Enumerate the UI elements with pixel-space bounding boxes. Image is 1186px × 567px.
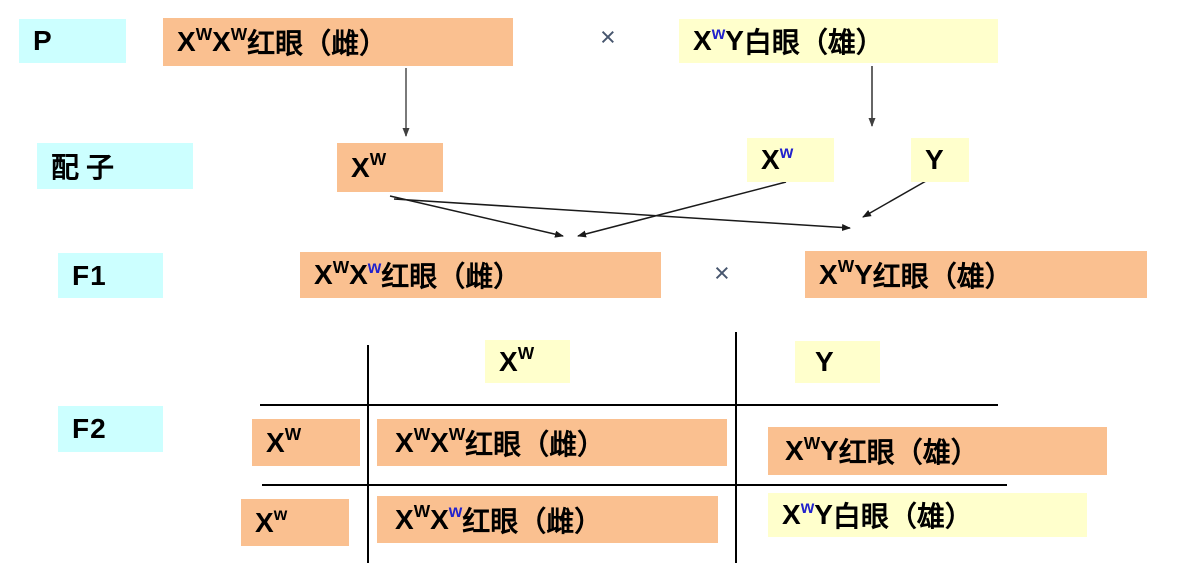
line-gameteXw-to-f1-female: [577, 181, 787, 238]
genotype-text: X: [693, 25, 712, 56]
f1-cross-symbol: ×: [714, 258, 730, 288]
genotype-text: 红眼（雌）: [462, 505, 603, 537]
genotype-text: X: [395, 426, 414, 458]
genotype-text: X: [782, 499, 801, 530]
genotype-text: Y: [925, 144, 944, 175]
genotype-text: 白眼（雄）: [743, 27, 884, 58]
genotype-text: X: [349, 259, 368, 290]
genotype-text: Y: [854, 258, 873, 290]
genotype-text: X: [430, 503, 449, 535]
genotype-text: X: [314, 259, 333, 290]
f1-generation-label: F1: [58, 253, 163, 298]
line-gameteXW-to-f1-female: [389, 195, 564, 238]
genotype-text: 红眼（雌）: [465, 428, 606, 460]
genotype-text: X: [761, 144, 780, 175]
genotype-text: Y: [814, 499, 833, 530]
genotype-text: X: [395, 503, 414, 535]
genotype-text: X: [785, 435, 804, 466]
genotype-text: X: [212, 26, 231, 57]
genotype-text: 白眼（雄）: [832, 501, 973, 532]
genotype-text: X: [351, 151, 370, 183]
genotype-text: 红眼（雌）: [381, 261, 522, 292]
genotype-text: X: [266, 426, 285, 458]
line-gameteY-to-f1-male: [862, 180, 927, 218]
genotype-text: X: [819, 258, 838, 290]
line-gameteXW-to-f1-male: [393, 198, 851, 231]
genotype-text: 红眼（雌）: [247, 28, 388, 59]
p-cross-symbol: ×: [600, 22, 616, 52]
genotype-text: X: [177, 26, 196, 57]
gametes-label: 配子: [37, 143, 193, 189]
punnett-column-header-y: Y: [795, 341, 880, 383]
genotype-text: 红眼（雄）: [838, 437, 979, 468]
f2-generation-label: F2: [58, 406, 163, 452]
genotype-text: Y: [815, 346, 834, 377]
genotype-text: X: [255, 506, 274, 538]
genotype-text: Y: [820, 435, 839, 466]
genotype-text: X: [499, 345, 518, 377]
genotype-text: X: [430, 426, 449, 458]
genotype-text: 红眼（雄）: [872, 260, 1013, 292]
genotype-text: Y: [725, 25, 744, 56]
gamete-y-male-box: Y: [911, 138, 969, 182]
p-generation-label: P: [19, 19, 126, 63]
